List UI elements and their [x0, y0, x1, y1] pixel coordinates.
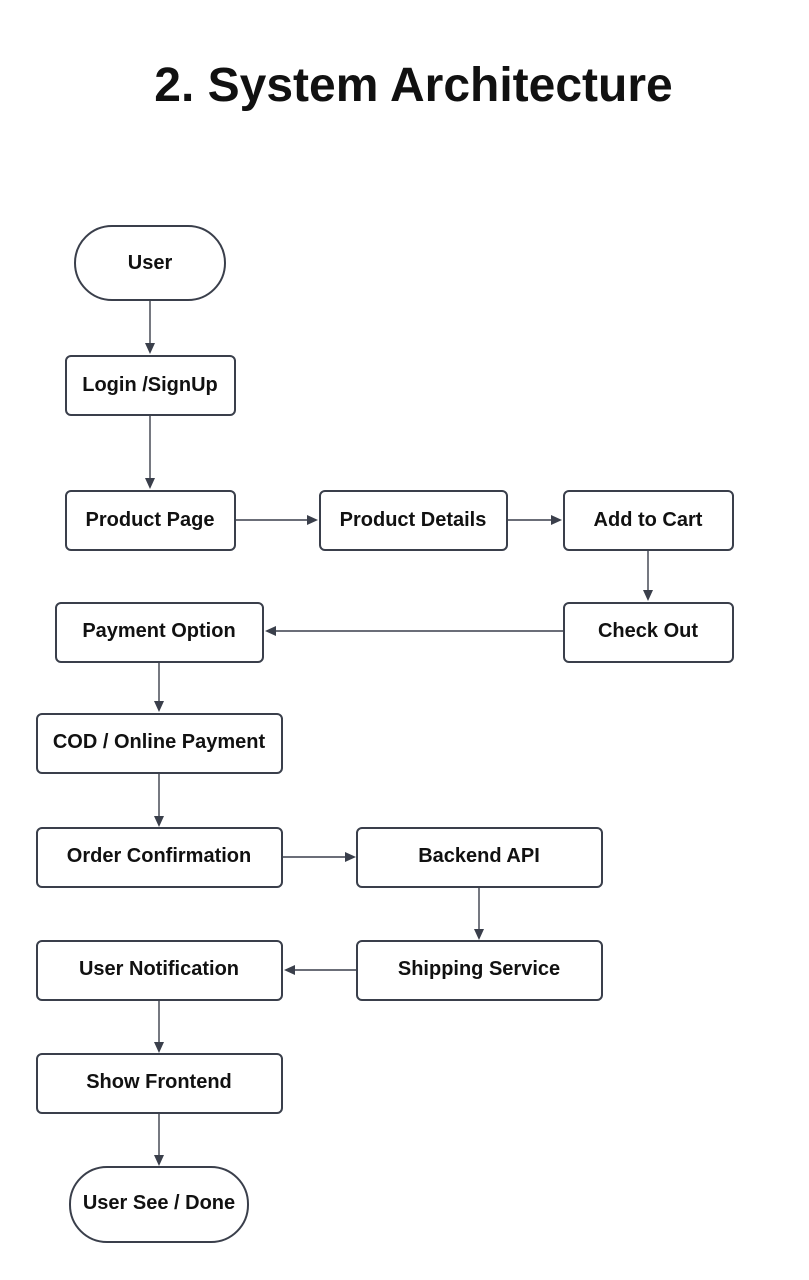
node-user-see-done: User See / Done — [69, 1166, 249, 1243]
node-add-to-cart: Add to Cart — [563, 490, 734, 551]
node-login-signup: Login /SignUp — [65, 355, 236, 416]
node-order-confirmation: Order Confirmation — [36, 827, 283, 888]
edge-shipping-service-to-user-notification — [284, 965, 357, 975]
node-payment-option: Payment Option — [55, 602, 264, 663]
node-show-frontend: Show Frontend — [36, 1053, 283, 1114]
node-payment-option-label: Payment Option — [82, 620, 235, 642]
edge-check-out-to-payment-option — [265, 626, 564, 636]
edge-cod-online-to-order-confirmation — [154, 773, 164, 827]
node-order-confirmation-label: Order Confirmation — [67, 845, 251, 867]
node-user-notification-label: User Notification — [79, 958, 239, 980]
node-backend-api-label: Backend API — [418, 845, 540, 867]
node-cod-online-payment: COD / Online Payment — [36, 713, 283, 774]
edge-add-to-cart-to-check-out — [643, 550, 653, 601]
node-add-to-cart-label: Add to Cart — [594, 509, 703, 531]
node-product-page: Product Page — [65, 490, 236, 551]
edge-payment-option-to-cod-online — [154, 662, 164, 712]
node-cod-online-payment-label: COD / Online Payment — [53, 731, 266, 753]
node-backend-api: Backend API — [356, 827, 603, 888]
node-product-page-label: Product Page — [86, 509, 215, 531]
edge-order-confirmation-to-backend-api — [282, 852, 356, 862]
node-user-see-done-label: User See / Done — [83, 1192, 235, 1214]
edge-show-frontend-to-user-see-done — [154, 1113, 164, 1166]
node-check-out-label: Check Out — [598, 620, 698, 642]
node-shipping-service-label: Shipping Service — [398, 958, 560, 980]
edge-product-page-to-product-details — [235, 515, 318, 525]
node-login-signup-label: Login /SignUp — [82, 374, 218, 396]
node-product-details-label: Product Details — [340, 509, 487, 531]
node-user-label: User — [128, 252, 173, 274]
node-product-details: Product Details — [319, 490, 508, 551]
node-show-frontend-label: Show Frontend — [86, 1071, 232, 1093]
edge-user-notification-to-show-frontend — [154, 1000, 164, 1053]
node-user-notification: User Notification — [36, 940, 283, 1001]
edge-login-to-product-page — [145, 415, 155, 489]
edge-backend-api-to-shipping-service — [474, 887, 484, 940]
page-title: 2. System Architecture — [154, 59, 673, 112]
node-shipping-service: Shipping Service — [356, 940, 603, 1001]
edge-user-to-login — [145, 300, 155, 354]
edge-product-details-to-add-to-cart — [507, 515, 562, 525]
node-check-out: Check Out — [563, 602, 734, 663]
node-user: User — [74, 225, 226, 301]
